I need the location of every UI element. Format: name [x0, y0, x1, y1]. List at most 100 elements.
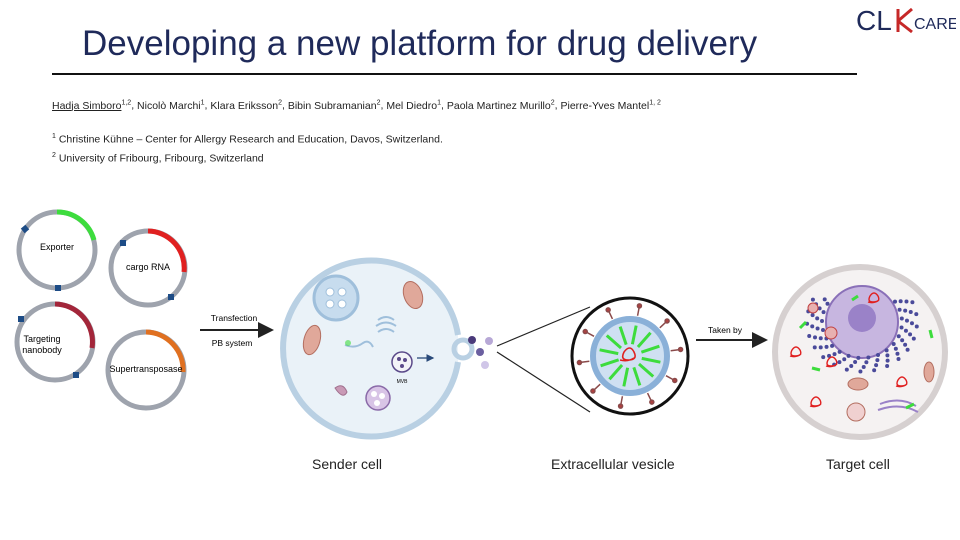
delivered-exporter: [811, 366, 821, 372]
er-ribosome: [874, 363, 879, 368]
plasmid-supertransposase-label: Supertransposase: [109, 364, 182, 374]
author-name: Paola Martinez Murillo2: [446, 99, 555, 112]
er-ribosome: [897, 307, 902, 312]
ev-exporter-protein: [600, 358, 620, 368]
plasmid-cargo-rna: cargo RNA: [108, 228, 188, 308]
delivered-rna: [867, 292, 880, 304]
target-cell: [772, 264, 948, 440]
er-ribosome: [812, 345, 817, 350]
ev-exporter-protein: [632, 366, 642, 386]
er-ribosome: [815, 316, 820, 321]
ev-exporter-protein: [618, 326, 628, 346]
delivered-exporter: [928, 329, 934, 339]
er-ribosome: [903, 342, 908, 347]
er-ribosome: [866, 355, 871, 360]
er-ribosome: [896, 334, 901, 339]
er-ribosome: [821, 355, 826, 360]
author-list: Hadja Simboro1,2, Nicolò Marchi1, Klara …: [52, 99, 661, 112]
sender-cell-caption: Sender cell: [312, 456, 383, 472]
target-cell-caption: Target cell: [826, 456, 890, 472]
er-ribosome: [914, 324, 919, 329]
ev-nanobody-head: [649, 399, 655, 405]
plasmid-nanobody-label-line2: nanobody: [22, 345, 62, 355]
er-ribosome: [900, 338, 905, 343]
page-title: Developing a new platform for drug deliv…: [82, 24, 758, 63]
er-ribosome: [875, 358, 880, 363]
er-ribosome: [853, 360, 858, 365]
delivered-exporter: [851, 294, 859, 302]
delivered-rna: [809, 396, 822, 408]
ev-nanobody-head: [677, 346, 684, 353]
vesicle-caption: Extracellular vesicle: [551, 456, 675, 472]
delivered-exporter: [798, 320, 808, 330]
plasmid-nanobody-gene: [54, 301, 95, 349]
author-name: Mel Diedro1: [386, 99, 442, 112]
ev-nanobody-head: [605, 307, 611, 313]
er-ribosome: [872, 368, 877, 373]
er-ribosome: [818, 345, 823, 350]
transfection-arrow: Transfection PB system: [200, 313, 274, 348]
mitochondrion: [847, 377, 869, 391]
budding-vesicle: [451, 337, 475, 361]
ev-exporter-protein: [599, 348, 619, 356]
delivered-rna: [895, 376, 908, 388]
author-name: Pierre-Yves Mantel1, 2: [560, 99, 661, 112]
sender-cell: MVB: [280, 257, 475, 440]
er-ribosome: [856, 355, 861, 360]
er-ribosome: [837, 360, 842, 365]
title-divider: [52, 73, 857, 75]
plasmid-cargo-rna-label: cargo RNA: [126, 262, 170, 272]
er-ribosome: [905, 347, 910, 352]
er-ribosome: [842, 357, 847, 362]
er-ribosome: [810, 313, 815, 318]
er-ribosome: [896, 357, 901, 362]
er-ribosome: [817, 306, 822, 311]
ev-rna-cargo: [619, 347, 636, 362]
ev-nanobody-head: [582, 328, 588, 335]
clk-care-logo: CL CARE: [856, 5, 956, 36]
author-name: Bibin Subramanian2: [287, 99, 381, 112]
mitochondrion: [302, 324, 322, 356]
er-ribosome: [813, 335, 818, 340]
er-ribosome: [821, 310, 826, 315]
affiliation-list: 1 Christine Kühne – Center for Allergy R…: [52, 129, 443, 166]
ev-nanobody-head: [664, 318, 670, 324]
er-ribosome: [899, 325, 904, 330]
plasmid-exporter-gene: [56, 209, 97, 241]
er-ribosome: [820, 318, 825, 323]
er-ribosome: [893, 346, 898, 351]
ev-exporter-protein: [630, 325, 638, 345]
sender-nucleus: [312, 274, 360, 322]
logo-mark: [896, 7, 913, 34]
transfection-label: Transfection: [211, 313, 258, 323]
affiliation: 2 University of Fribourg, Fribourg, Swit…: [52, 151, 264, 165]
ev-nanobody-head: [672, 377, 678, 384]
er-ribosome: [908, 332, 913, 337]
er-ribosome: [909, 321, 914, 326]
er-ribosome: [827, 353, 832, 358]
er-ribosome: [903, 308, 908, 313]
ev-exporter-protein: [640, 344, 660, 354]
author-name: Hadja Simboro1,2: [52, 99, 132, 112]
er-ribosome: [844, 367, 849, 372]
er-ribosome: [815, 326, 820, 331]
delivered-rna: [825, 356, 838, 368]
er-ribosome: [810, 324, 815, 329]
pb-system-label: PB system: [212, 338, 253, 348]
plasmid-supertransposase-gene: [145, 329, 186, 373]
er-ribosome: [837, 349, 842, 354]
er-ribosome: [911, 336, 916, 341]
logo-text-care: CARE: [914, 16, 956, 33]
plasmid-nanobody-label-line1: Targeting: [23, 334, 60, 344]
er-ribosome: [810, 297, 815, 302]
author-name: Klara Eriksson2: [210, 99, 282, 112]
er-ribosome: [822, 297, 827, 302]
er-ribosome: [903, 328, 908, 333]
er-ribosome: [885, 358, 890, 363]
ev-exporter-protein: [608, 364, 624, 381]
delivered-rna: [789, 346, 802, 358]
ev-exporter-protein: [636, 331, 652, 348]
er-ribosome: [885, 353, 890, 358]
er-ribosome: [818, 336, 823, 341]
